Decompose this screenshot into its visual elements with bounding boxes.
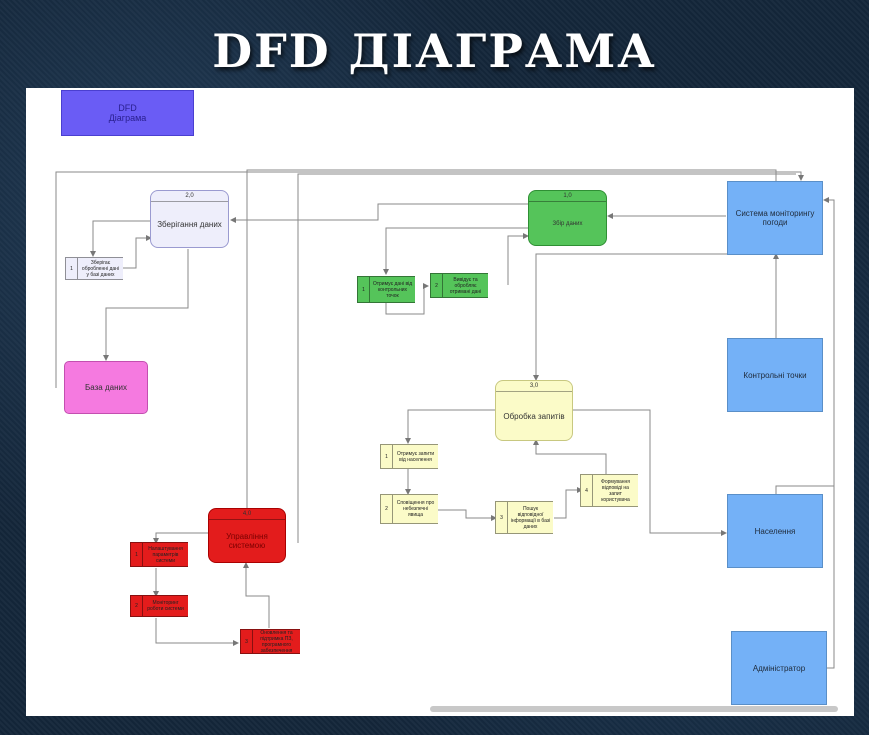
store-id: 4 [581,475,593,506]
monitoring-label: Система моніторингу погоди [735,209,815,227]
store-id: 1 [381,445,393,468]
process-name: Обробка запитів [503,411,565,421]
checkpoints-label: Контрольні точки [743,370,807,380]
database-label: База даних [85,383,127,392]
store-id: 1 [66,258,78,279]
store-danger-alerts[interactable]: 2 Сповіщення про небезпечні явища [380,494,438,524]
store-name: Оновлення та підтримка ПЗ, програмного з… [260,629,293,654]
store-name: Зберігає обробленні дані у базі даних [81,259,120,278]
store-id: 1 [358,277,370,302]
store-system-monitoring[interactable]: 2 Моніторинг роботи системи [130,595,188,617]
process-name: Збір даних [552,220,583,227]
store-save-db[interactable]: 1 Зберігає обробленні дані у базі даних [65,257,123,280]
store-name: Налаштування параметрів системи [148,545,183,564]
store-id: 2 [431,274,443,297]
checkpoints-entity[interactable]: Контрольні точки [727,338,823,412]
process-id: 2,0 [151,191,228,202]
store-name: Отримує запити від населення [396,450,435,463]
process-id: 1,0 [529,191,606,202]
store-name: Формування відповіді на запит користувач… [601,478,630,503]
store-id: 2 [131,596,143,616]
legend-line2: Діаграма [108,113,147,123]
process-3-0[interactable]: 3,0 Обробка запитів [495,380,573,441]
legend-box: DFD Діаграма [61,90,194,136]
store-form-response[interactable]: 4 Формування відповіді на запит користув… [580,474,638,507]
store-system-settings[interactable]: 1 Налаштування параметрів системи [130,542,188,567]
process-name: Зберігання даних [157,220,222,229]
slide-title: DFD ДІАГРАМА [212,24,657,78]
monitoring-system-entity[interactable]: Система моніторингу погоди [727,181,823,255]
process-name: Управління системою [226,532,268,550]
store-software-update[interactable]: 3 Оновлення та підтримка ПЗ, програмного… [240,629,300,654]
admin-entity[interactable]: Адміністратор [731,631,827,705]
process-1-0[interactable]: 1,0 Збір даних [528,190,607,246]
process-2-0[interactable]: 2,0 Зберігання даних [150,190,229,248]
population-label: Населення [754,526,796,536]
store-name: Отримує дані від контрольних точок [372,280,413,299]
horizontal-scrollbar[interactable] [430,706,838,712]
store-name: Пошук відповідної інформації в базі дани… [510,505,551,530]
store-name: Сповіщення про небезпечні явища [396,500,435,518]
store-search-info[interactable]: 3 Пошук відповідної інформації в базі да… [495,501,553,534]
database-entity[interactable]: База даних [64,361,148,414]
store-receive-checkpoints[interactable]: 1 Отримує дані від контрольних точок [357,276,415,303]
store-id: 3 [496,502,508,533]
store-receive-requests[interactable]: 1 Отримує запити від населення [380,444,438,469]
diagram-canvas: DFD Діаграма 2,0 Зберігання даних 1,0 Зб… [26,88,854,716]
store-process-data[interactable]: 2 Вивідує та обробляє отримані дані [430,273,488,298]
store-id: 3 [241,630,253,653]
population-entity[interactable]: Населення [727,494,823,568]
store-id: 1 [131,543,143,566]
admin-label: Адміністратор [752,663,806,673]
store-id: 2 [381,495,393,523]
process-id: 4,0 [209,509,285,520]
store-name: Вивідує та обробляє отримані дані [449,276,482,295]
process-id: 3,0 [496,381,572,392]
process-4-0[interactable]: 4,0 Управління системою [208,508,286,563]
legend-line1: DFD [118,103,137,113]
store-name: Моніторинг роботи системи [147,600,184,612]
